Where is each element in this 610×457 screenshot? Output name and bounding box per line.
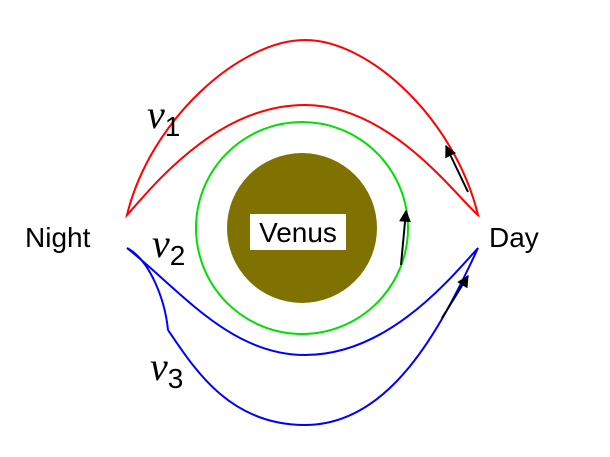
flow-v3-symbol: v: [150, 344, 168, 389]
flow-v1-symbol: v: [147, 92, 165, 137]
venus-label-box: [250, 214, 346, 250]
flow-v3-inner-arc: [126, 247, 169, 331]
arrow-icon: [399, 209, 411, 266]
venus-label: Venus: [259, 217, 337, 248]
flow-v3-path: [126, 247, 479, 427]
flow-v2-label: v2: [152, 221, 185, 271]
arrow-icon: [441, 274, 469, 319]
flow-v1-label: v1: [147, 92, 180, 142]
day-label: Day: [489, 222, 539, 253]
flow-v1-subscript: 1: [165, 111, 181, 142]
flow-v3-label: v3: [150, 344, 183, 394]
arrow-icon: [445, 144, 469, 193]
flow-v1-path: [126, 38, 480, 218]
flow-v3-subscript: 3: [168, 363, 184, 394]
flow-v2-symbol: v: [152, 221, 170, 266]
flow-v2-subscript: 2: [170, 240, 186, 271]
night-label: Night: [25, 222, 91, 253]
flow-v2-circle: [195, 121, 409, 335]
